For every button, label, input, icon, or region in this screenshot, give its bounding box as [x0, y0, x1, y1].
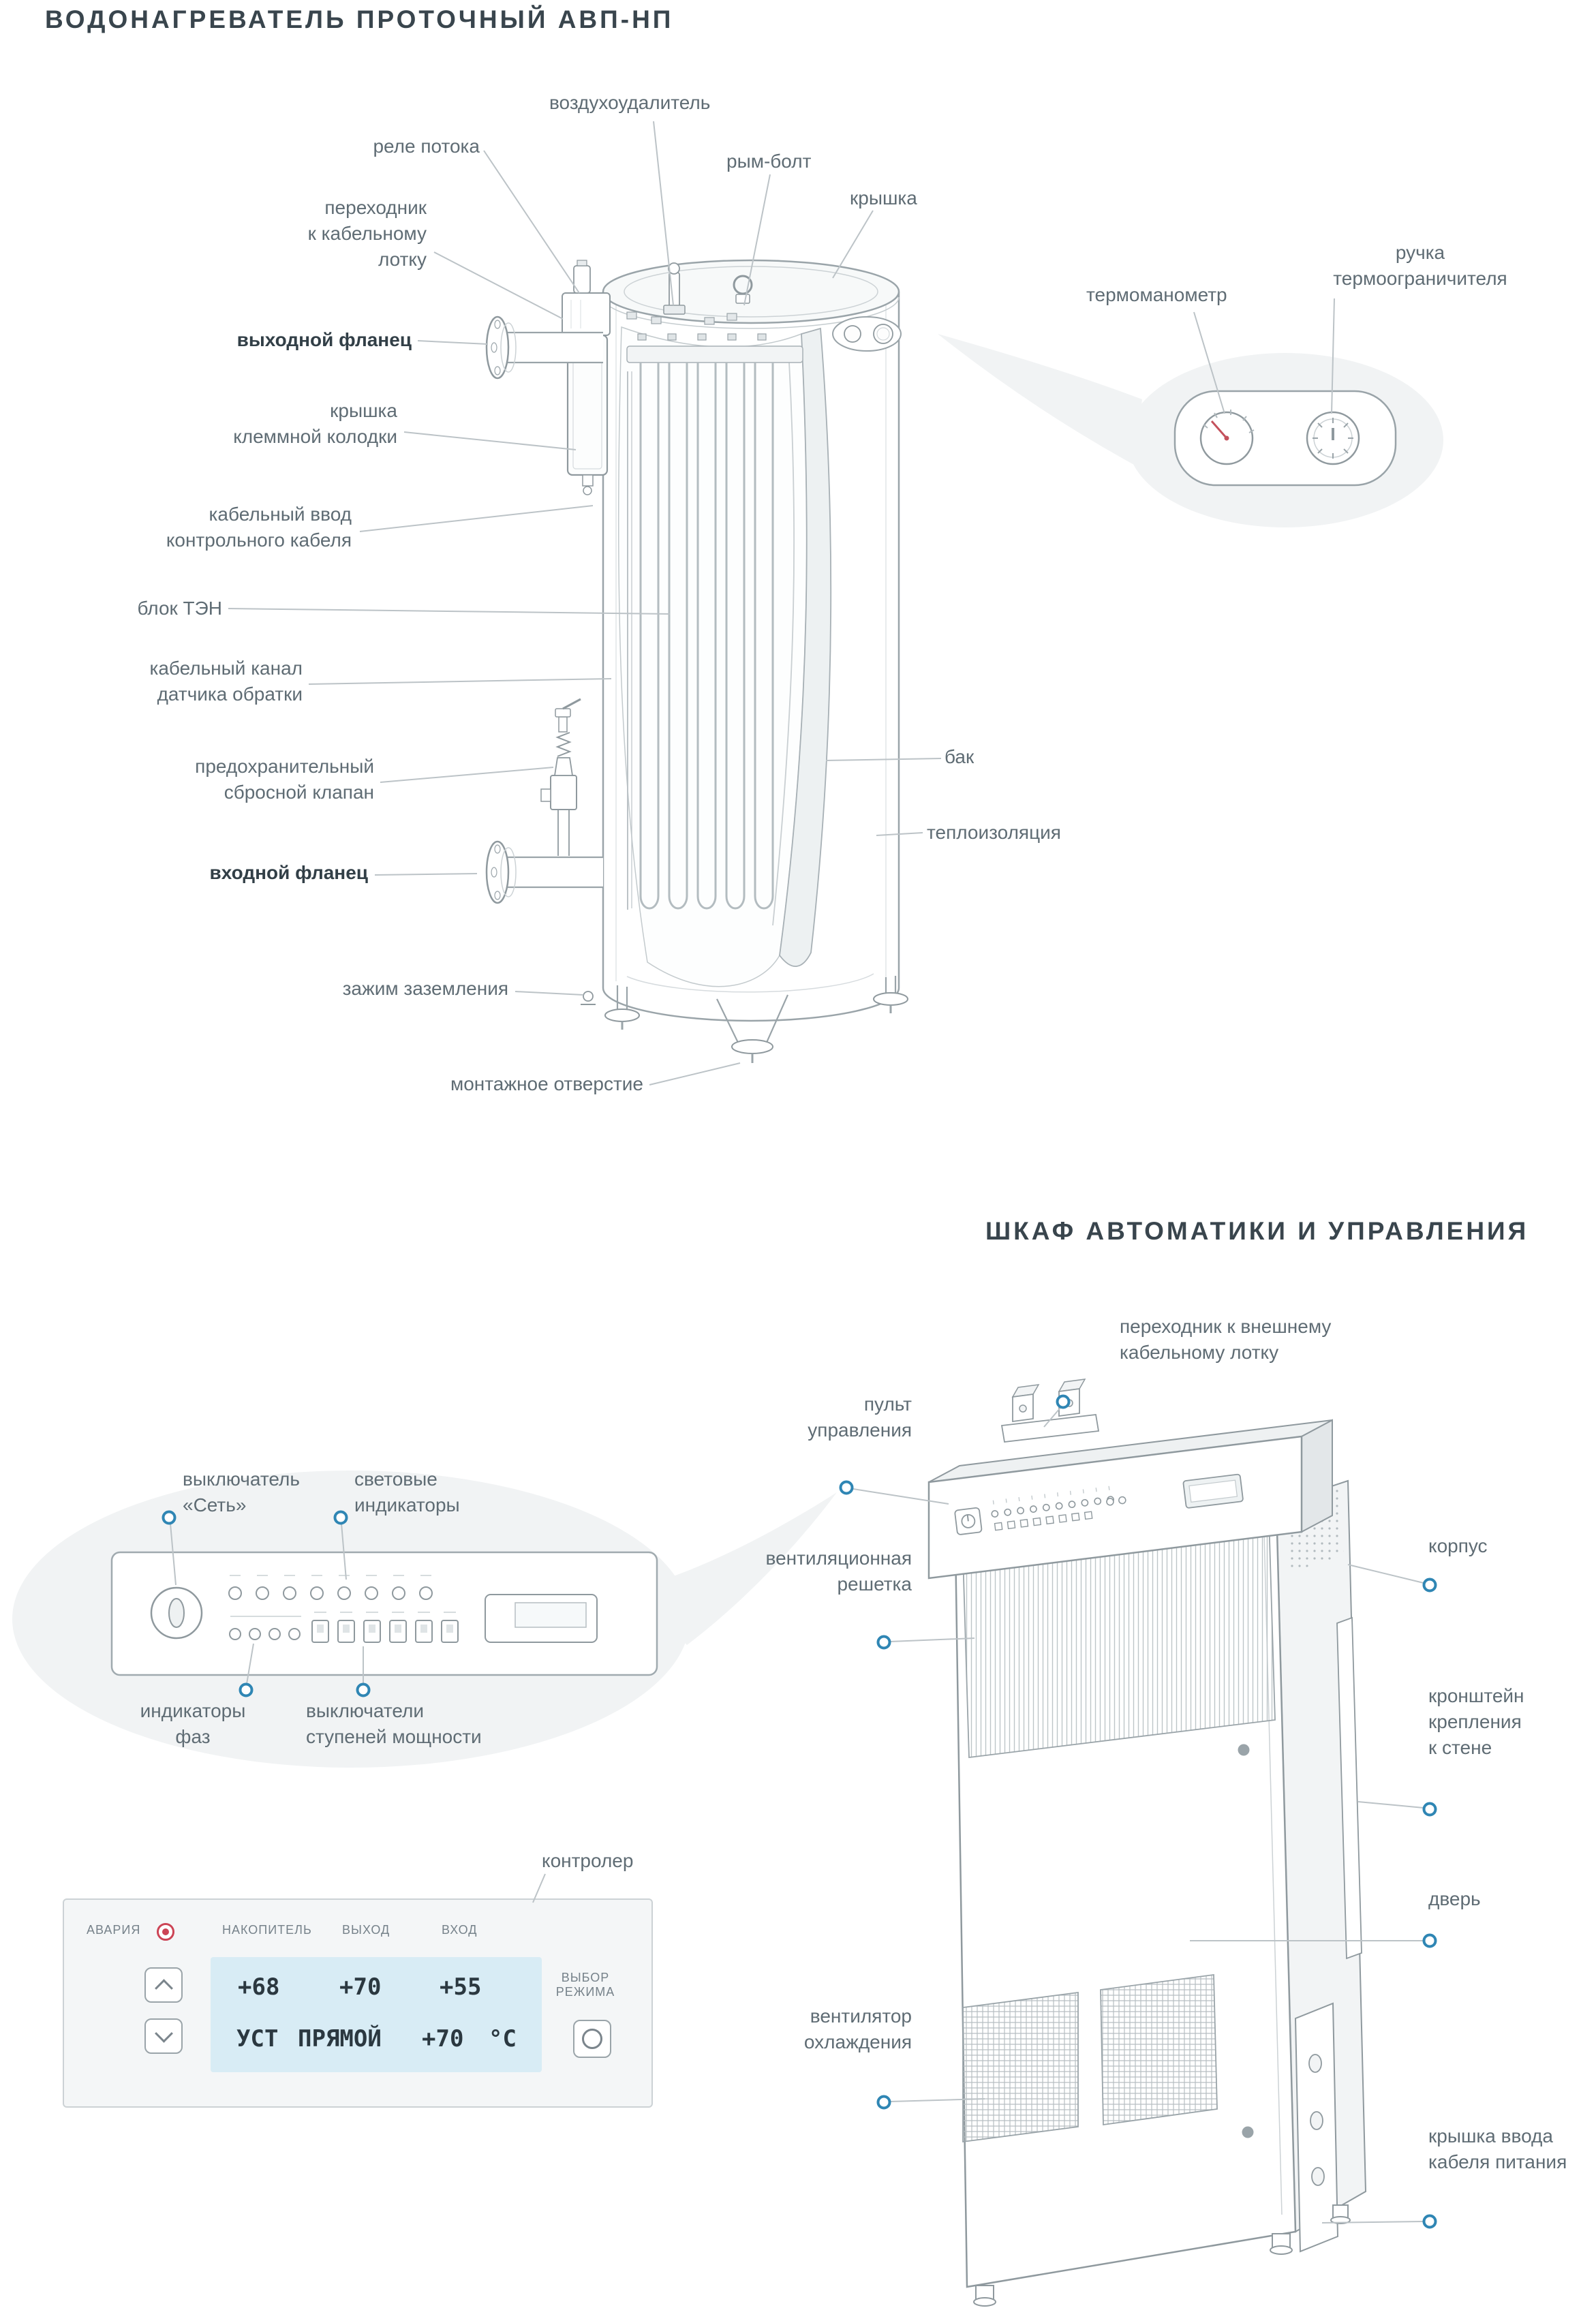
label-cover: крышка	[850, 187, 917, 209]
lcd-output-value: +70	[339, 1973, 382, 2001]
lcd-type: ПРЯМОЙ	[298, 2025, 382, 2052]
wall-bracket	[1336, 1616, 1362, 1960]
door-screw	[1242, 2126, 1254, 2138]
up-button	[144, 1967, 183, 2003]
limiter-dial	[1306, 411, 1360, 465]
lcd-mode: УСТ	[236, 2025, 279, 2052]
panel-display	[485, 1594, 598, 1643]
label-phase-indicators: индикаторы фаз	[140, 1700, 246, 1747]
label-air-vent: воздухоудалитель	[549, 92, 711, 113]
label-cooling-fan: вентилятор охлаждения	[803, 2005, 912, 2052]
thermo-detail-panel	[1173, 390, 1397, 487]
label-control-cable-entry: кабельный ввод контрольного кабеля	[166, 504, 352, 551]
control-panel-box	[927, 1419, 1333, 1580]
label-external-tray-adapter: переходник к внешнему кабельному лотку	[1120, 1316, 1332, 1363]
label-indicators: световые индикаторы	[354, 1468, 460, 1516]
stage-switches	[311, 1612, 459, 1643]
heating-elements	[626, 333, 803, 910]
mode-button-icon	[582, 2029, 602, 2049]
power-cable-cover	[1294, 2002, 1339, 2253]
output-flange	[485, 316, 603, 380]
down-button	[144, 2018, 183, 2054]
chevron-down-icon	[154, 2024, 173, 2043]
label-door: дверь	[1428, 1888, 1481, 1909]
label-stage-switches: выключатели ступеней мощности	[306, 1700, 482, 1747]
return-sensor-tube	[627, 371, 632, 910]
label-ground-clamp: зажим заземления	[342, 978, 508, 999]
power-switch	[150, 1586, 203, 1640]
label-output-flange: выходной фланец	[236, 329, 412, 350]
label-mounting-hole: монтажное отверстие	[450, 1073, 643, 1094]
alarm-led	[157, 1923, 174, 1941]
col-input: ВХОД	[442, 1923, 478, 1937]
safety-relief-valve	[540, 698, 581, 856]
lcd-input-value: +55	[440, 1973, 482, 2001]
flow-relay-fitting	[573, 260, 591, 294]
controller-panel: АВАРИЯ НАКОПИТЕЛЬ ВЫХОД ВХОД +68 +70 +55…	[63, 1898, 653, 2108]
lcd-display: +68 +70 +55 УСТ ПРЯМОЙ +70 °С	[211, 1957, 542, 2072]
label-control-panel: пульт управления	[808, 1394, 912, 1441]
thermomanometer-gauge	[1199, 410, 1255, 465]
label-insulation: теплоизоляция	[927, 822, 1061, 843]
terminal-box	[566, 334, 609, 495]
label-safety-valve: предохранительный сбросной клапан	[195, 756, 374, 803]
door-screw	[1238, 1744, 1250, 1756]
chevron-up-icon	[154, 1978, 173, 1997]
label-tank: бак	[945, 746, 975, 767]
label-cable-tray-adapter: переходник к кабельному лотку	[307, 197, 427, 270]
cabinet-illustration	[927, 1379, 1367, 2307]
lcd-unit: °С	[489, 2025, 517, 2052]
lcd-accumulator-value: +68	[238, 1973, 280, 2001]
thermo-ports-plate	[832, 316, 902, 352]
tank-cutaway	[617, 326, 832, 987]
indicator-lights	[228, 1575, 433, 1600]
label-terminal-cover: крышка клеммной колодки	[233, 400, 397, 447]
cable-tray-adapter-box	[562, 292, 611, 336]
legs-and-mount	[604, 976, 908, 1063]
label-flow-relay: реле потока	[373, 136, 480, 157]
label-controller: контролер	[542, 1850, 634, 1871]
label-eye-bolt: рым-болт	[726, 151, 812, 172]
heater-title: ВОДОНАГРЕВАТЕЛЬ ПРОТОЧНЫЙ АВП-НП	[45, 5, 674, 33]
label-cabinet-body: корпус	[1428, 1535, 1488, 1556]
cabinet-title: ШКАФ АВТОМАТИКИ И УПРАВЛЕНИЯ	[985, 1217, 1529, 1245]
ground-clamp	[581, 991, 596, 1005]
input-flange	[485, 840, 603, 904]
label-wall-bracket: кронштейн крепления к стене	[1428, 1685, 1524, 1758]
col-accumulator: НАКОПИТЕЛЬ	[222, 1923, 312, 1937]
label-power-cable-cover: крышка ввода кабеля питания	[1428, 2125, 1567, 2172]
label-input-flange: входной фланец	[209, 862, 368, 883]
lcd-setpoint: +70	[422, 2025, 464, 2052]
fan-grilles	[962, 1973, 1218, 2143]
label-heating-block: блок ТЭН	[137, 598, 222, 619]
mode-select-button	[573, 2020, 611, 2058]
phase-indicator-lights	[229, 1616, 301, 1640]
mode-select-label: ВЫБОР РЕЖИМА	[555, 1971, 615, 1999]
heater-illustration	[485, 259, 908, 1063]
alarm-label: АВАРИЯ	[87, 1923, 141, 1937]
label-vent-grille: вентиляционная решетка	[765, 1548, 912, 1595]
label-limiter-handle: ручка термоограничителя	[1333, 242, 1507, 289]
col-output: ВЫХОД	[342, 1923, 390, 1937]
label-power-switch: выключатель «Сеть»	[183, 1468, 300, 1516]
control-strip-panel	[110, 1551, 658, 1676]
external-tray-bracket	[1000, 1379, 1100, 1443]
label-return-sensor-channel: кабельный канал датчика обратки	[149, 658, 303, 705]
label-thermomanometer: термоманометр	[1086, 284, 1227, 305]
